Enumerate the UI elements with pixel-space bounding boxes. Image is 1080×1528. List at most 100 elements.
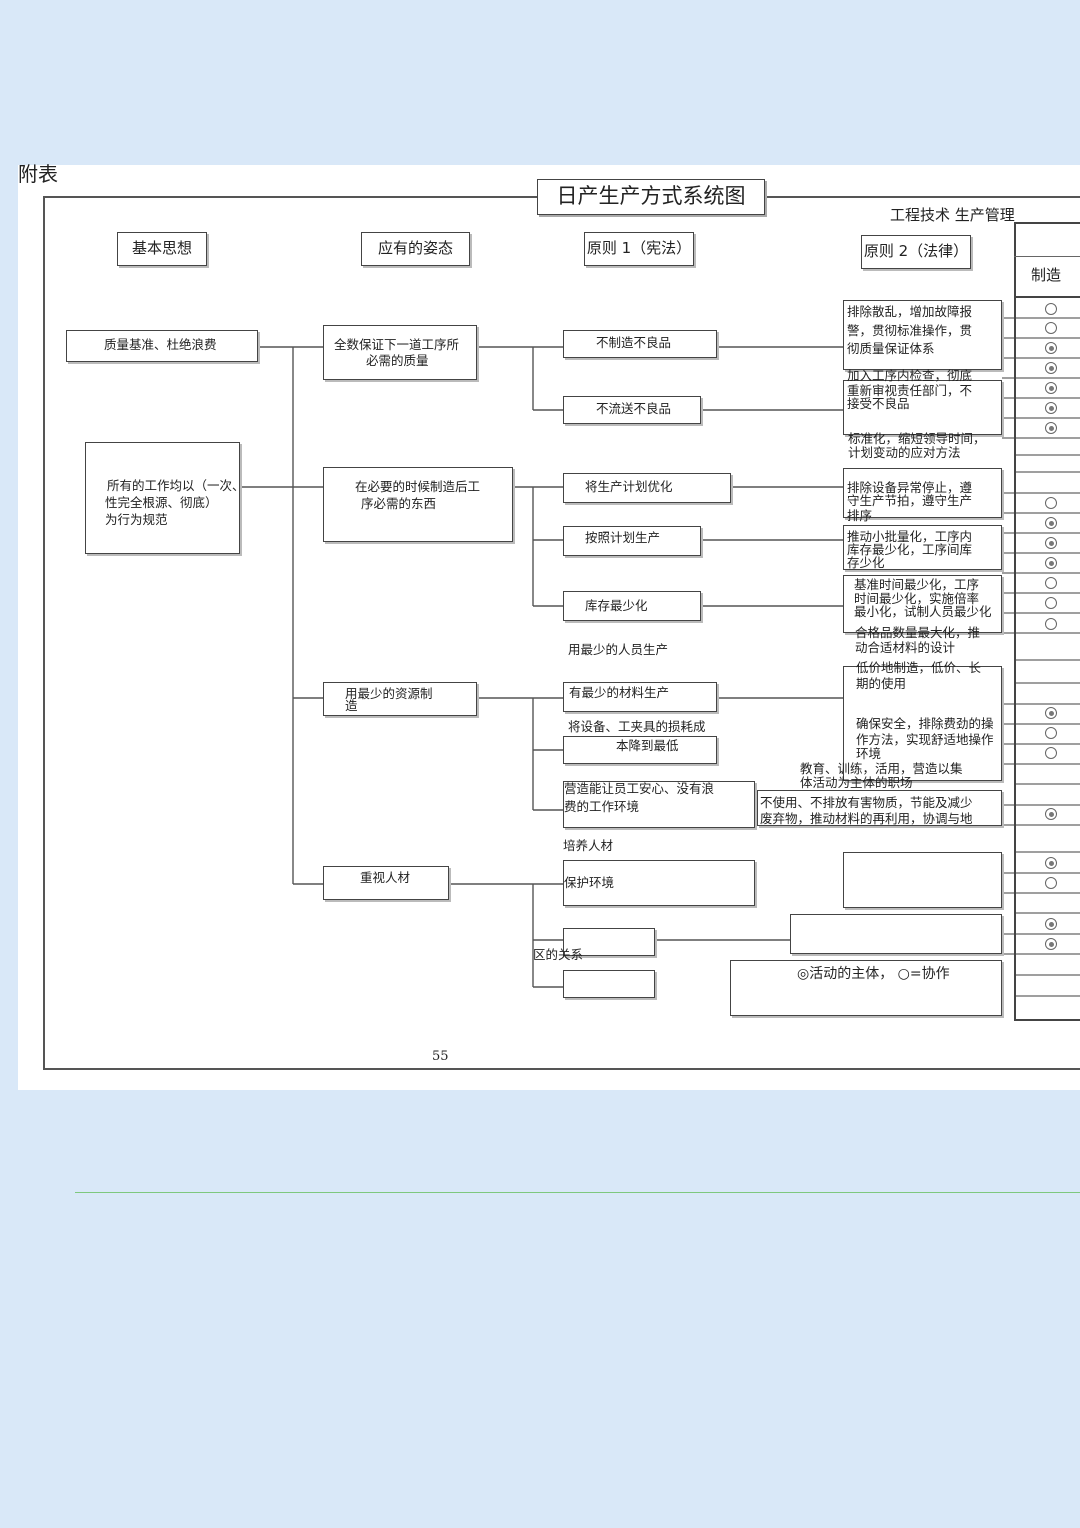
header-principle-2: 原则 2（法律）	[861, 235, 971, 269]
attitude-line: 重视人材	[360, 870, 411, 885]
double-circle-icon	[1045, 918, 1057, 930]
attitude-line: 必需的质量	[366, 353, 429, 368]
principle2-line: 确保安全，排除费劲的操	[856, 716, 994, 731]
behavior-rule-box: 所有的工作均以（一次、 性完全根源、彻底） 为行为规范	[85, 442, 245, 554]
attitude-talent-box: 重视人材	[323, 866, 449, 900]
principle2-line: 计划变动的应对方法	[848, 445, 961, 460]
legend-box: ◎活动的主体， ○=协作	[730, 960, 1002, 1016]
double-circle-icon	[1045, 402, 1057, 414]
circle-icon	[1045, 747, 1057, 759]
principle2-line: 环境	[856, 746, 882, 761]
attitude-line: 用最少的资源制	[345, 686, 433, 701]
header-principle-1: 原则 1（宪法）	[584, 232, 694, 266]
principle2-box-1: 排除散乱，增加故障报 警，贯彻标准操作，贯 彻质量保证体系	[843, 300, 1002, 370]
manufacturing-header-top-divider	[1014, 256, 1080, 257]
double-circle-icon	[1045, 707, 1057, 719]
principle2-line: 彻质量保证体系	[847, 341, 935, 356]
behavior-rule-line: 为行为规范	[105, 512, 168, 527]
circle-icon	[1045, 303, 1057, 315]
principle1-train-talent: 培养人材	[563, 838, 614, 853]
principle2-line: 废弃物，推动材料的再利用，协调与地	[760, 811, 973, 826]
principle1-text: 不流送不良品	[596, 401, 672, 416]
principle1-equipment-line: 本降到最低	[616, 738, 679, 753]
double-circle-icon	[1045, 342, 1057, 354]
principle2-line: 警，贯彻标准操作，贯	[847, 323, 973, 338]
principle1-environment-line: 费的工作环境	[564, 799, 640, 814]
behavior-rule-line: 所有的工作均以（一次、	[107, 478, 245, 493]
principle1-equipment-line: 将设备、工夹具的损耗成	[568, 719, 706, 734]
principle2-line: 重新审视责任部门，不	[847, 383, 973, 398]
principle2-line: 期的使用	[856, 676, 907, 691]
double-circle-icon	[1045, 557, 1057, 569]
principle1-empty-box-1	[563, 928, 655, 956]
principle1-text: 保护环境	[564, 875, 615, 890]
appendix-label: 附表	[18, 162, 58, 186]
principle1-plan-box: 将生产计划优化	[563, 473, 731, 503]
attitude-line: 全数保证下一道工序所	[334, 337, 460, 352]
principle1-text: 按照计划生产	[585, 530, 661, 545]
circle-icon	[1045, 497, 1057, 509]
manufacturing-column	[1014, 222, 1080, 1021]
principle2-line: 低价地制造，低价、长	[856, 660, 982, 675]
principle1-protect-env-box: 保护环境	[563, 860, 755, 906]
page-number: 55	[432, 1049, 449, 1064]
principle2-empty-box-1	[843, 852, 1002, 908]
principle2-line: 推动小批量化，工序内	[847, 529, 973, 544]
circle-icon	[1045, 577, 1057, 589]
principle1-region-relation: 区的关系	[533, 947, 584, 962]
principle2-line: 动合适材料的设计	[855, 640, 956, 655]
principle2-box-3: 排除设备异常停止，遵 守生产节拍，遵守生产 排序	[843, 468, 1002, 523]
principle2-line: 排除散乱，增加故障报	[847, 304, 973, 319]
principle1-empty-box-2	[563, 970, 655, 998]
principle2-line: 时间最少化，实施倍率	[854, 591, 980, 606]
principle1-text: 将生产计划优化	[585, 479, 673, 494]
double-circle-icon	[1045, 938, 1057, 950]
manufacturing-header-divider	[1014, 296, 1080, 298]
principle2-line: 不使用、不排放有害物质，节能及减少	[760, 795, 973, 810]
legend-text: ◎活动的主体， ○=协作	[797, 966, 950, 982]
circle-icon	[1045, 322, 1057, 334]
principle1-environment-line: 营造能让员工安心、没有浪	[564, 781, 715, 796]
attitude-line: 造	[345, 698, 358, 713]
attitude-resource-box: 用最少的资源制 造	[323, 682, 477, 716]
header-basic-thought: 基本思想	[117, 232, 207, 266]
principle2-line: 存少化	[847, 555, 885, 570]
principle1-text: 有最少的材料生产	[569, 685, 670, 700]
attitude-line: 序必需的东西	[361, 496, 437, 511]
circle-icon	[1045, 618, 1057, 630]
principle1-follow-plan-box: 按照计划生产	[563, 526, 701, 556]
principle2-line: 标准化，缩短领导时间，	[848, 431, 986, 446]
diagram-title: 日产生产方式系统图	[537, 179, 765, 215]
principle2-line: 守生产节拍，遵守生产	[847, 493, 973, 508]
principle2-line: 最小化，试制人员最少化	[854, 604, 992, 619]
attitude-quality-box: 全数保证下一道工序所 必需的质量	[323, 325, 477, 380]
double-circle-icon	[1045, 857, 1057, 869]
principle2-line: 排序	[847, 508, 873, 523]
double-circle-icon	[1045, 517, 1057, 529]
principle2-box-6: 低价地制造，低价、长 期的使用 确保安全，排除费劲的操 作方法，实现舒适地操作 …	[843, 661, 1002, 781]
principle1-material-box: 有最少的材料生产	[563, 682, 717, 712]
principle2-line: 教育、训练，活用，营造以集	[800, 761, 963, 776]
top-right-label: 工程技术 生产管理	[890, 206, 1015, 224]
principle2-box-2: 加入工序内检查，彻底 重新审视责任部门，不 接受不良品	[843, 369, 1002, 435]
principle2-box-4: 推动小批量化，工序内 库存最少化，工序间库 存少化	[843, 525, 1002, 570]
principle2-box-7: 不使用、不排放有害物质，节能及减少 废弃物，推动材料的再利用，协调与地	[757, 790, 1002, 826]
attitude-line: 在必要的时候制造后工	[355, 479, 481, 494]
quality-standard-text: 质量基准、杜绝浪费	[104, 337, 217, 352]
green-separator-line	[75, 1192, 1080, 1193]
principle2-line: 加入工序内检查，彻底	[847, 368, 973, 383]
principle2-line: 基准时间最少化，工序	[854, 577, 980, 592]
principle1-text: 库存最少化	[585, 598, 648, 613]
principle2-line: 作方法，实现舒适地操作	[856, 732, 994, 747]
principle1-equipment-box: 本降到最低	[563, 736, 717, 764]
principle2-line: 库存最少化，工序间库	[847, 542, 973, 557]
double-circle-icon	[1045, 422, 1057, 434]
circle-icon	[1045, 727, 1057, 739]
principle1-environment-box: 营造能让员工安心、没有浪 费的工作环境	[563, 781, 755, 828]
circle-icon	[1045, 597, 1057, 609]
principle1-no-pass-box: 不流送不良品	[563, 396, 701, 424]
principle1-text: 不制造不良品	[596, 335, 672, 350]
double-circle-icon	[1045, 537, 1057, 549]
principle1-no-defect-box: 不制造不良品	[563, 330, 717, 358]
principle1-inventory-box: 库存最少化	[563, 591, 701, 621]
